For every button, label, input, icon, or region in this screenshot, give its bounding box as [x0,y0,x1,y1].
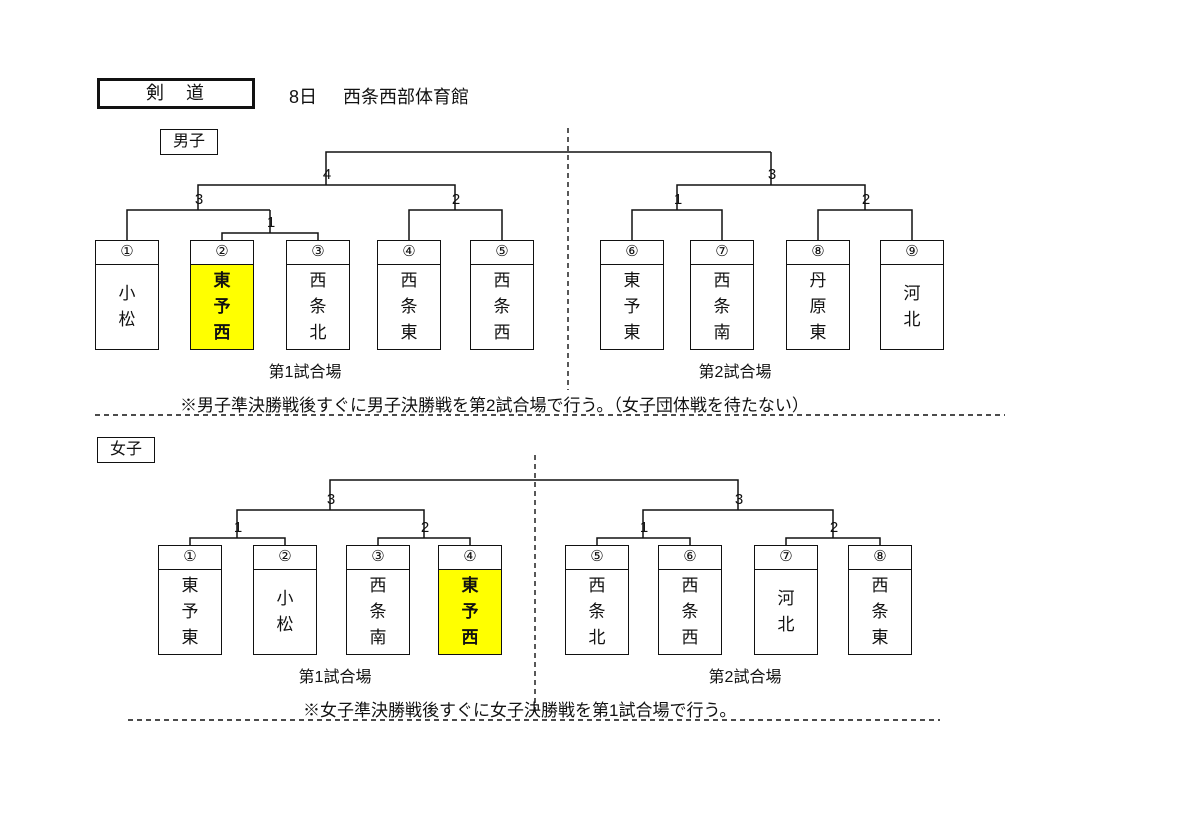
team-box: ① 東予東 [158,545,222,655]
team-seed: ⑦ [691,241,753,265]
team-box: ⑨ 河北 [880,240,944,350]
match-number: 2 [451,191,461,208]
team-name: 丹原東 [809,271,827,342]
team-box: ⑤ 西条西 [470,240,534,350]
team-box: ③ 西条南 [346,545,410,655]
team-seed: ⑤ [471,241,533,265]
team-box: ④ 西条東 [377,240,441,350]
team-box: ⑦ 西条南 [690,240,754,350]
team-seed: ⑧ [849,546,911,570]
team-box: ④ 東予西 [438,545,502,655]
team-name: 西条西 [493,271,511,342]
team-name: 西条東 [871,576,889,647]
team-name: 西条北 [309,271,327,342]
venue-label: 第1試合場 [268,364,342,381]
match-number: 3 [194,191,204,208]
team-box: ⑦ 河北 [754,545,818,655]
team-name: 小松 [118,284,136,329]
men-note: ※男子準決勝戦後すぐに男子決勝戦を第2試合場で行う。（女子団体戦を待たない） [180,396,809,415]
team-name: 河北 [903,284,921,329]
event-title-box: 剣 道 [97,78,255,109]
event-date: 8日 [289,87,318,107]
team-name: 東予西 [461,576,479,647]
team-name: 西条南 [369,576,387,647]
team-seed: ③ [347,546,409,570]
team-seed: ③ [287,241,349,265]
team-seed: ④ [439,546,501,570]
team-seed: ⑧ [787,241,849,265]
team-name: 東予東 [181,576,199,647]
team-name: 東予西 [213,271,231,342]
team-seed: ④ [378,241,440,265]
venue-label: 第2試合場 [698,364,772,381]
match-number: 3 [326,491,336,508]
team-box: ⑧ 丹原東 [786,240,850,350]
team-name: 西条東 [400,271,418,342]
venue-label: 第2試合場 [708,669,782,686]
team-seed: ② [254,546,316,570]
match-number: 1 [639,519,649,536]
venue-label: 第1試合場 [298,669,372,686]
team-seed: ⑦ [755,546,817,570]
team-seed: ② [191,241,253,265]
team-box: ③ 西条北 [286,240,350,350]
team-seed: ① [96,241,158,265]
team-name: 東予東 [623,271,641,342]
team-box: ⑥ 東予東 [600,240,664,350]
match-number: 2 [829,519,839,536]
match-number: 2 [420,519,430,536]
team-name: 小松 [276,589,294,634]
team-seed: ⑥ [601,241,663,265]
women-note: ※女子準決勝戦後すぐに女子決勝戦を第1試合場で行う。 [303,701,737,720]
match-number: 1 [673,191,683,208]
team-box: ⑧ 西条東 [848,545,912,655]
event-title: 剣 道 [146,83,206,103]
team-box: ⑤ 西条北 [565,545,629,655]
team-name: 河北 [777,589,795,634]
team-box: ⑥ 西条西 [658,545,722,655]
match-number: 3 [734,491,744,508]
team-name: 西条北 [588,576,606,647]
match-number: 2 [861,191,871,208]
team-name: 西条西 [681,576,699,647]
event-venue: 西条西部体育館 [343,87,469,107]
team-seed: ⑥ [659,546,721,570]
team-box: ② 東予西 [190,240,254,350]
team-seed: ① [159,546,221,570]
match-number: 4 [322,166,332,183]
men-section-label: 男子 [160,129,218,155]
team-box: ① 小松 [95,240,159,350]
team-box: ② 小松 [253,545,317,655]
match-number: 1 [266,214,276,231]
team-name: 西条南 [713,271,731,342]
women-section-label: 女子 [97,437,155,463]
match-number: 1 [233,519,243,536]
team-seed: ⑨ [881,241,943,265]
match-number: 3 [767,166,777,183]
team-seed: ⑤ [566,546,628,570]
